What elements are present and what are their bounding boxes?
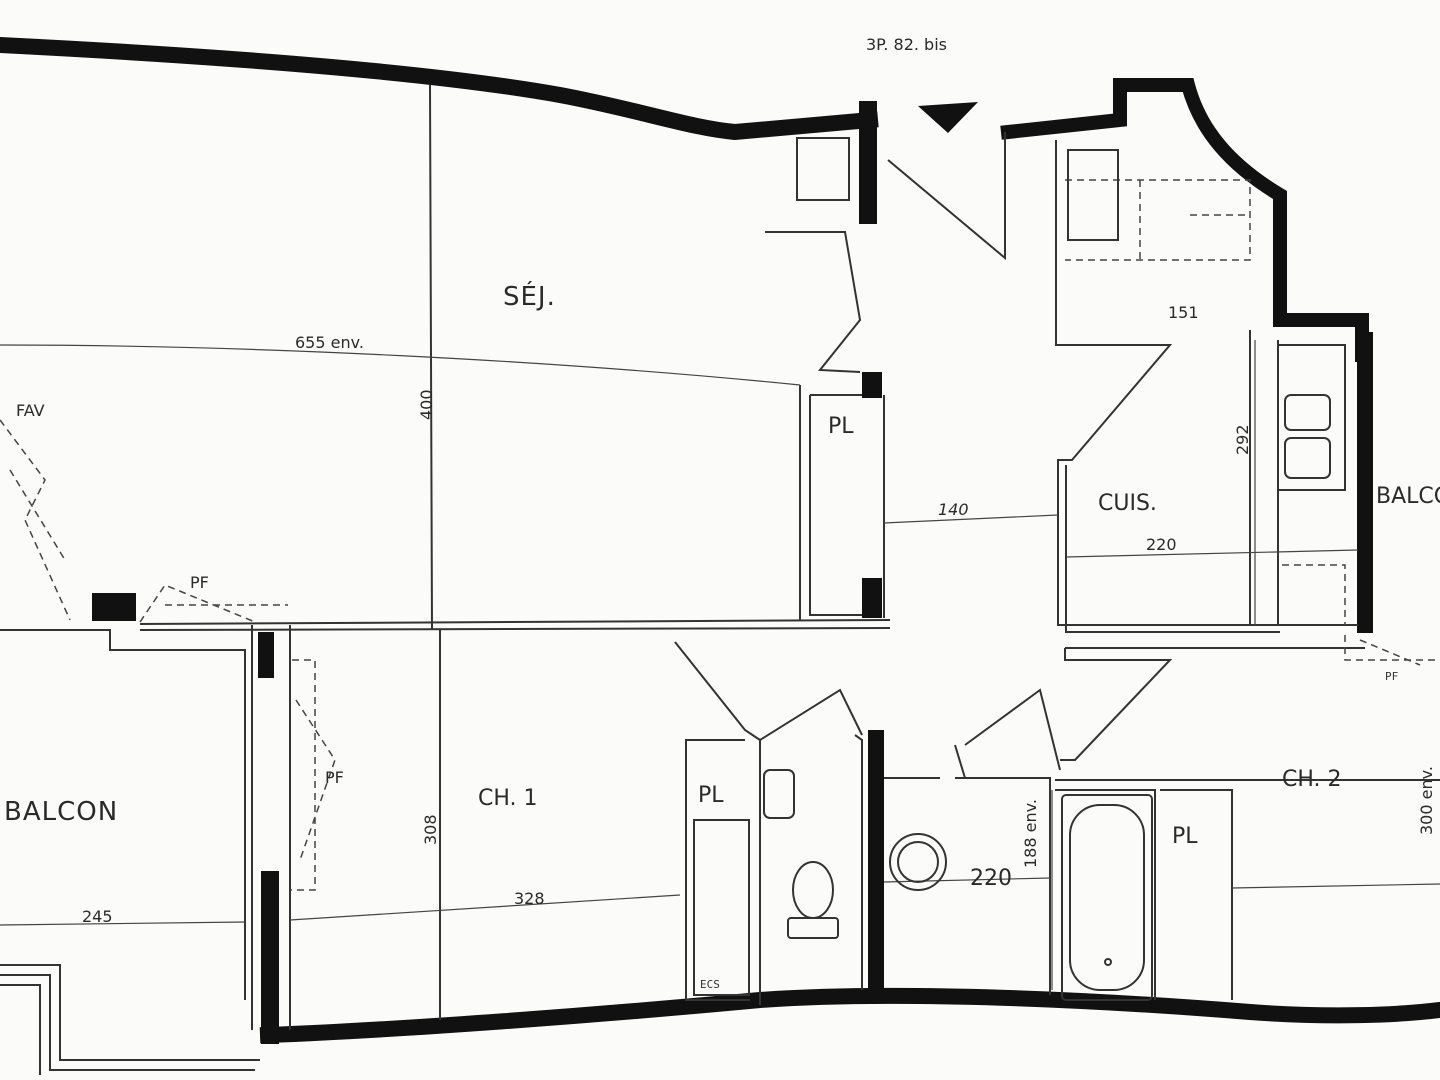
dim-ch2-depth: 300 env. (1417, 766, 1436, 835)
corner-cupboard (796, 137, 850, 201)
dim-cuisine-width: 220 (1146, 535, 1177, 554)
fixture-label-ecs: ECS (700, 978, 720, 991)
entry-marker (918, 102, 978, 133)
balcon-left-rail (0, 964, 260, 1075)
dim-sejour-depth: 400 (417, 389, 436, 420)
dimline-balcon (0, 921, 246, 926)
dim-ch1-depth: 308 (421, 814, 440, 845)
kitchen-hob (1067, 149, 1119, 241)
hall-lower-door (964, 688, 1061, 771)
north-wall-right (1000, 78, 1369, 362)
dim-hall-width: 140 (938, 500, 969, 519)
partition-sejour-ch-left (0, 629, 246, 1000)
swing-pf-sejour (139, 584, 288, 623)
bath-drain (1104, 958, 1112, 966)
wc-walls (685, 734, 863, 1005)
exterior-walls (0, 36, 1440, 1044)
kitchen-wall-west-b (1065, 465, 1280, 633)
dimline-ch1 (289, 894, 681, 921)
partitions (0, 84, 1440, 1075)
partition-ch1-west (251, 625, 291, 1030)
washbasin-round (889, 833, 947, 891)
ch2-door-top (1060, 647, 1365, 761)
dim-bath-width: 220 (970, 866, 1012, 891)
swing-fav (0, 419, 71, 621)
dim-cuisine-depth: 292 (1233, 424, 1252, 455)
labels: 3P. 82. bis SÉJ. CUIS. CH. 1 CH. 2 BALCO… (4, 35, 1440, 991)
room-label-ch1: CH. 1 (478, 786, 538, 811)
dimline-hall (883, 514, 1059, 524)
kitchen-sink-unit (1277, 344, 1346, 491)
kitchen-inner-counter (1249, 330, 1279, 625)
placard-label-ch2: PL (1172, 824, 1198, 849)
dimline-sejour-width (0, 344, 801, 386)
door-swings (0, 179, 1440, 891)
entry-door-swing (887, 132, 1006, 261)
dim-bath-depth: 188 env. (1021, 799, 1040, 868)
block-pf-post (258, 632, 274, 678)
fixture-label-pf-sejour: PF (190, 573, 209, 592)
sejour-ch1-division (429, 84, 441, 1020)
block-pl-top (862, 372, 882, 398)
fixture-label-pf-cuisine: PF (1385, 670, 1398, 683)
bathtub-inner (1069, 804, 1145, 991)
room-label-cuisine: CUIS. (1098, 491, 1157, 516)
plan-reference: 3P. 82. bis (866, 35, 947, 54)
kitchen-appliances (1065, 179, 1251, 261)
block-pl-bottom (862, 578, 882, 618)
partition-sejour-pl (799, 385, 862, 620)
partition-sejour-ch-b (139, 627, 891, 631)
toilet-tank (787, 917, 839, 939)
ecs-heater (693, 819, 750, 996)
ch2-wall (1055, 779, 1440, 1000)
south-wall (259, 987, 1440, 1044)
dimline-cuisine (1065, 549, 1359, 558)
dim-sejour-width: 655 env. (295, 333, 364, 352)
dim-cuisine-detail: 151 (1168, 303, 1199, 322)
sink-basin-1 (1284, 394, 1331, 431)
room-label-balcon-right: BALCO (1376, 484, 1440, 509)
dim-balcon-width: 245 (82, 907, 113, 926)
partition-sejour-ch (139, 619, 891, 625)
bathtub (1061, 794, 1153, 1001)
swing-pf-cuisine (1344, 635, 1440, 666)
room-label-balcon-left: BALCON (4, 797, 118, 827)
hall-door-upper (765, 231, 862, 373)
block-fav (92, 593, 136, 621)
plumbing-fixtures (693, 137, 1331, 1001)
north-wall-left (0, 36, 879, 141)
room-label-ch2: CH. 2 (1282, 767, 1342, 792)
fixture-label-pf-ch1: PF (325, 768, 344, 787)
hall-door-lower (674, 641, 863, 742)
washbasin-inner (897, 841, 939, 883)
dimline-ch2 (1231, 883, 1440, 889)
fixture-label-fav: FAV (16, 401, 45, 420)
bath-walls (884, 744, 1051, 995)
dimension-lines (0, 340, 1440, 990)
sink-basin-2 (1284, 437, 1331, 479)
placard-label-sejour: PL (828, 414, 854, 439)
kitchen-fridge (1282, 564, 1346, 625)
toilet-bowl (792, 861, 834, 919)
room-label-sejour: SÉJ. (503, 280, 556, 312)
swing-pf-ch1 (290, 659, 336, 891)
wc-basin (763, 769, 795, 819)
wall-blocks (92, 102, 978, 678)
placard-label-ch1: PL (698, 783, 724, 808)
kitchen-wall-west (1055, 140, 1358, 626)
dim-ch1-width: 328 (514, 889, 545, 908)
